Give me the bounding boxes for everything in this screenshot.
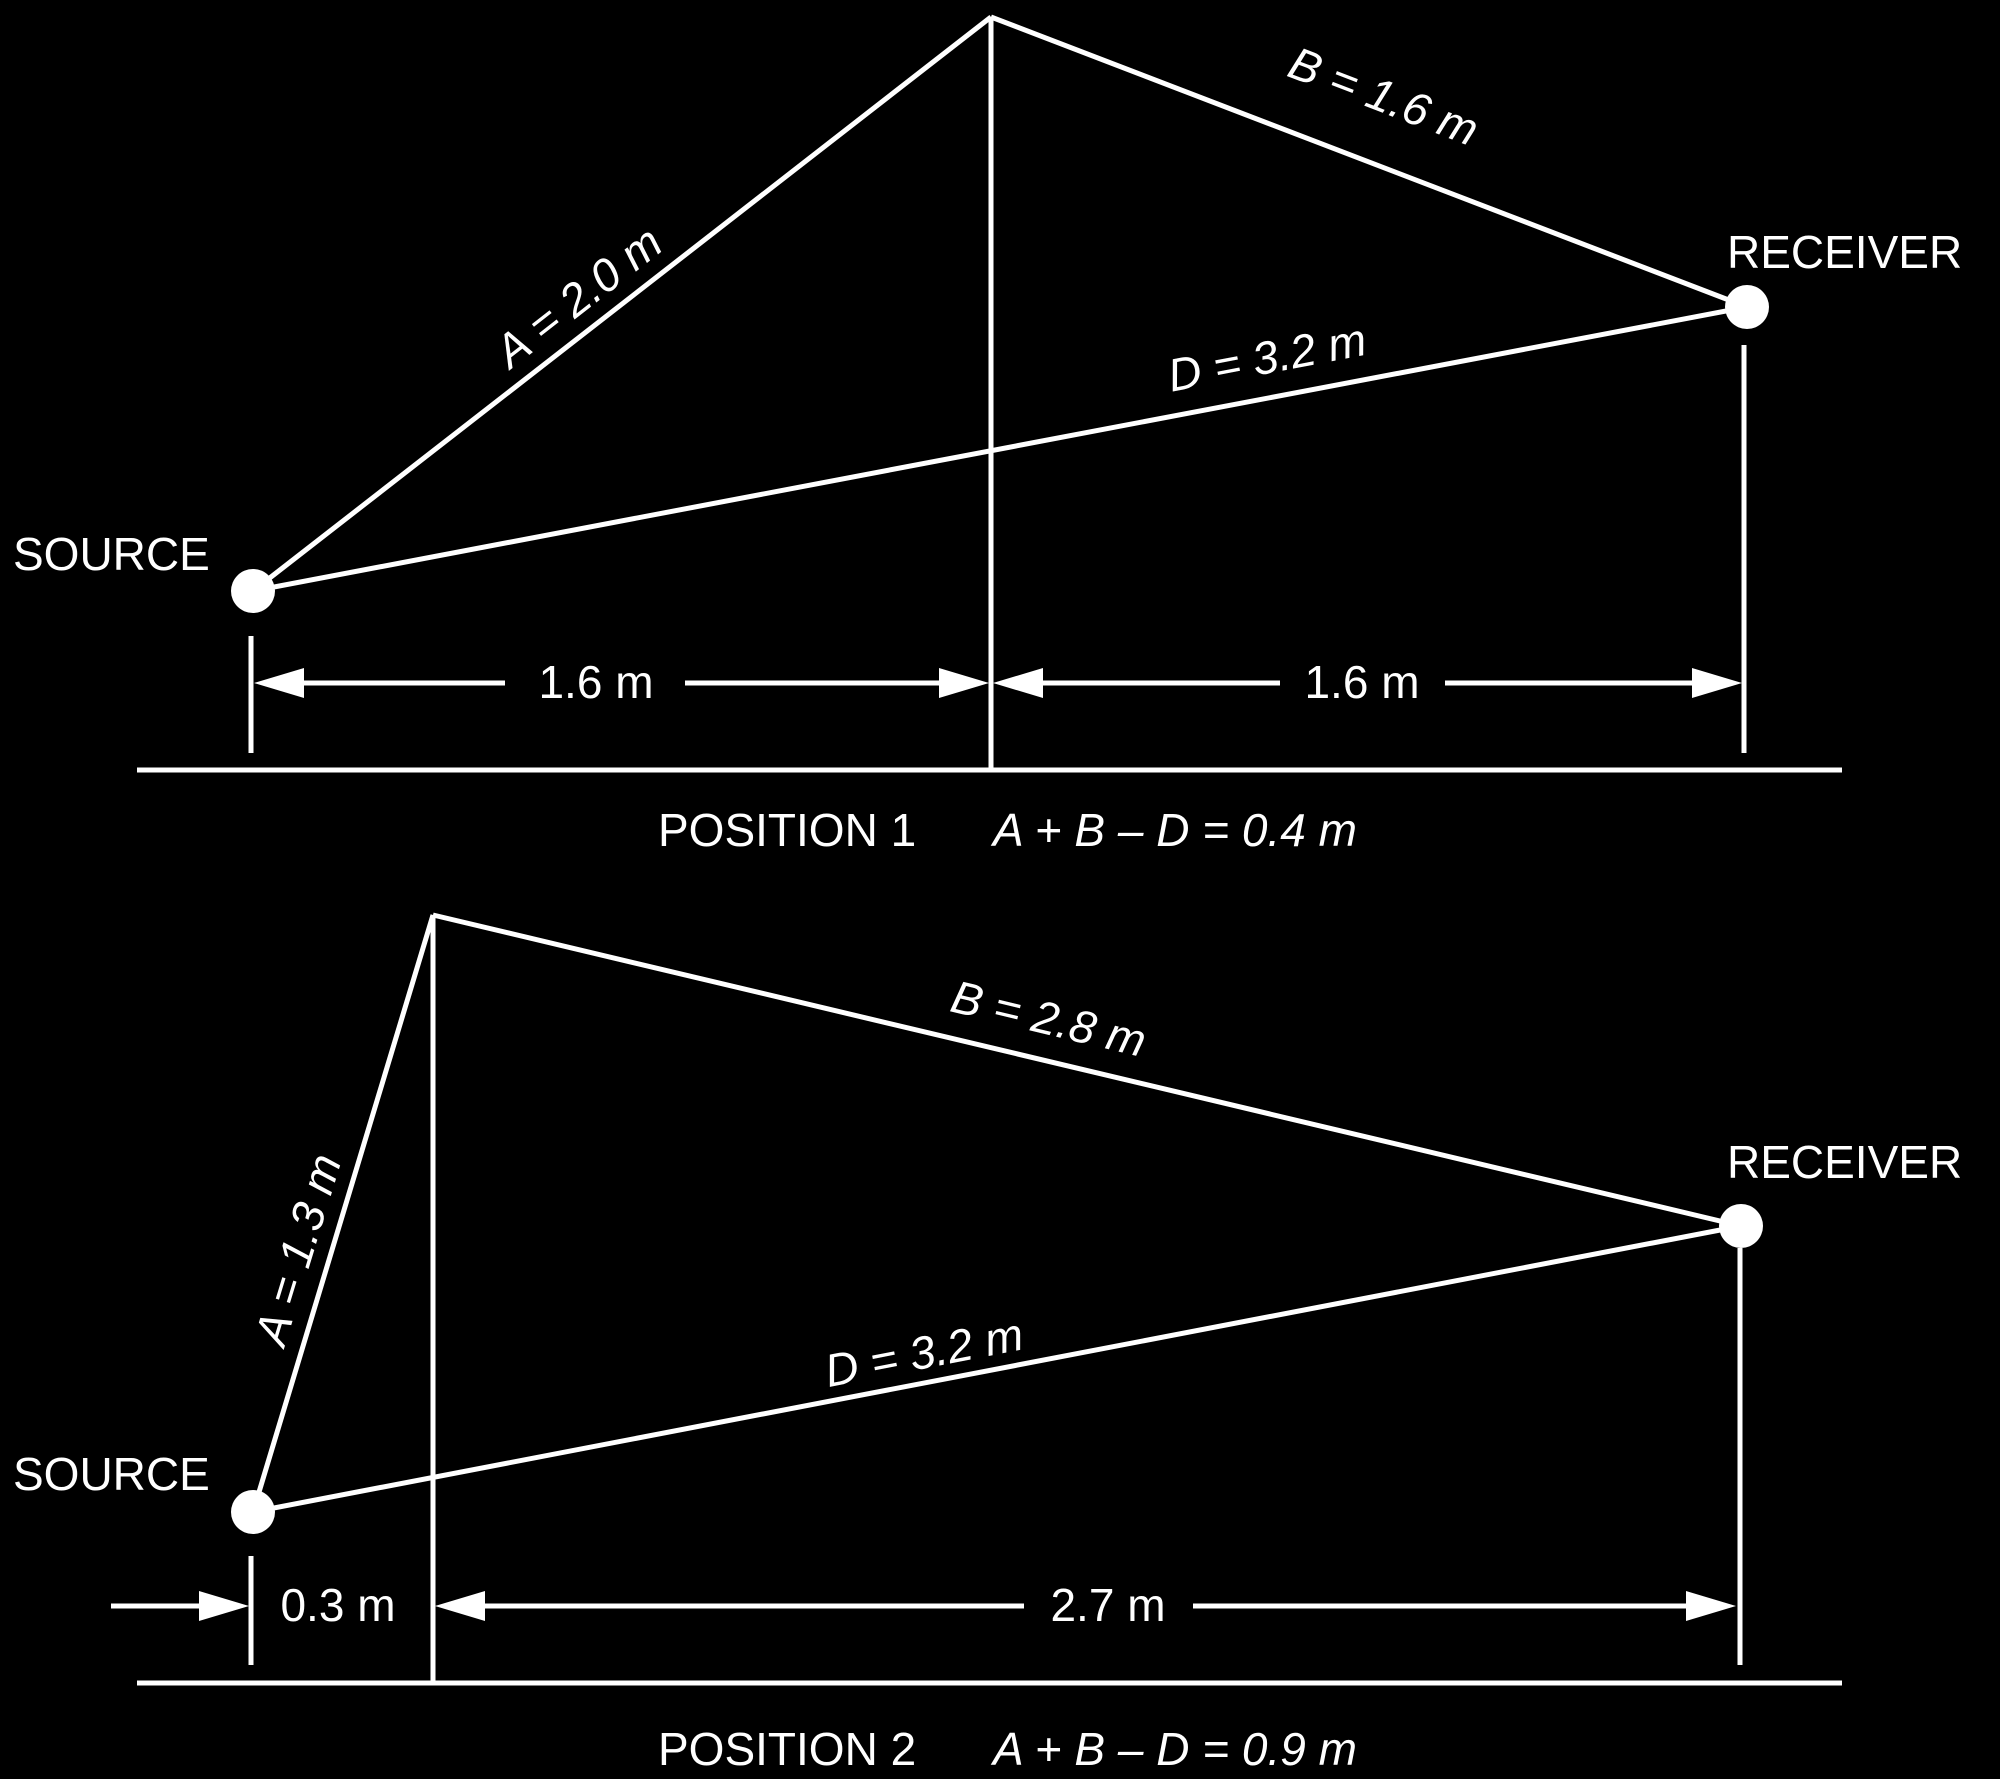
dim-left-arrow-start-1 bbox=[254, 668, 304, 698]
dim-right-label-1: 1.6 m bbox=[1304, 656, 1419, 708]
dim-left-label-1: 1.6 m bbox=[538, 656, 653, 708]
caption-position-2: POSITION 2 bbox=[658, 1723, 916, 1775]
dim-right-arrow-start-1 bbox=[993, 668, 1043, 698]
dim-right-arrow-end-1 bbox=[1692, 668, 1742, 698]
path-d-2 bbox=[252, 1223, 1742, 1515]
source-point-1 bbox=[231, 569, 275, 613]
receiver-point-2 bbox=[1719, 1204, 1763, 1248]
dim-left-arrow-2 bbox=[199, 1591, 249, 1621]
path-a-1 bbox=[251, 15, 993, 593]
caption-formula-1: A + B – D = 0.4 m bbox=[990, 804, 1357, 856]
receiver-label-1: RECEIVER bbox=[1727, 226, 1962, 278]
source-point-2 bbox=[231, 1490, 275, 1534]
receiver-point-1 bbox=[1725, 285, 1769, 329]
caption-formula-2: A + B – D = 0.9 m bbox=[990, 1723, 1357, 1775]
path-a-label-1: A = 2.0 m bbox=[482, 215, 671, 379]
dim-right-arrow-end-2 bbox=[1686, 1591, 1736, 1621]
dim-right-label-2: 2.7 m bbox=[1050, 1579, 1165, 1631]
position-1-diagram: SOURCE RECEIVER A = 2.0 m B = 1.6 m D = … bbox=[13, 14, 1962, 856]
path-d-label-1: D = 3.2 m bbox=[1164, 313, 1371, 402]
source-label-1: SOURCE bbox=[13, 528, 210, 580]
caption-position-1: POSITION 1 bbox=[658, 804, 916, 856]
path-b-2 bbox=[432, 912, 1742, 1229]
path-a-2 bbox=[250, 914, 436, 1513]
path-a-label-2: A = 1.3 m bbox=[243, 1148, 351, 1354]
dim-left-label-2: 0.3 m bbox=[280, 1579, 395, 1631]
position-2-diagram: SOURCE RECEIVER A = 1.3 m B = 2.8 m D = … bbox=[13, 912, 1962, 1775]
dim-left-arrow-end-1 bbox=[939, 668, 989, 698]
dim-right-arrow-start-2 bbox=[435, 1591, 485, 1621]
receiver-label-2: RECEIVER bbox=[1727, 1136, 1962, 1188]
path-b-label-2: B = 2.8 m bbox=[946, 970, 1151, 1067]
path-d-1 bbox=[252, 304, 1748, 594]
source-label-2: SOURCE bbox=[13, 1448, 210, 1500]
path-b-1 bbox=[990, 14, 1748, 310]
